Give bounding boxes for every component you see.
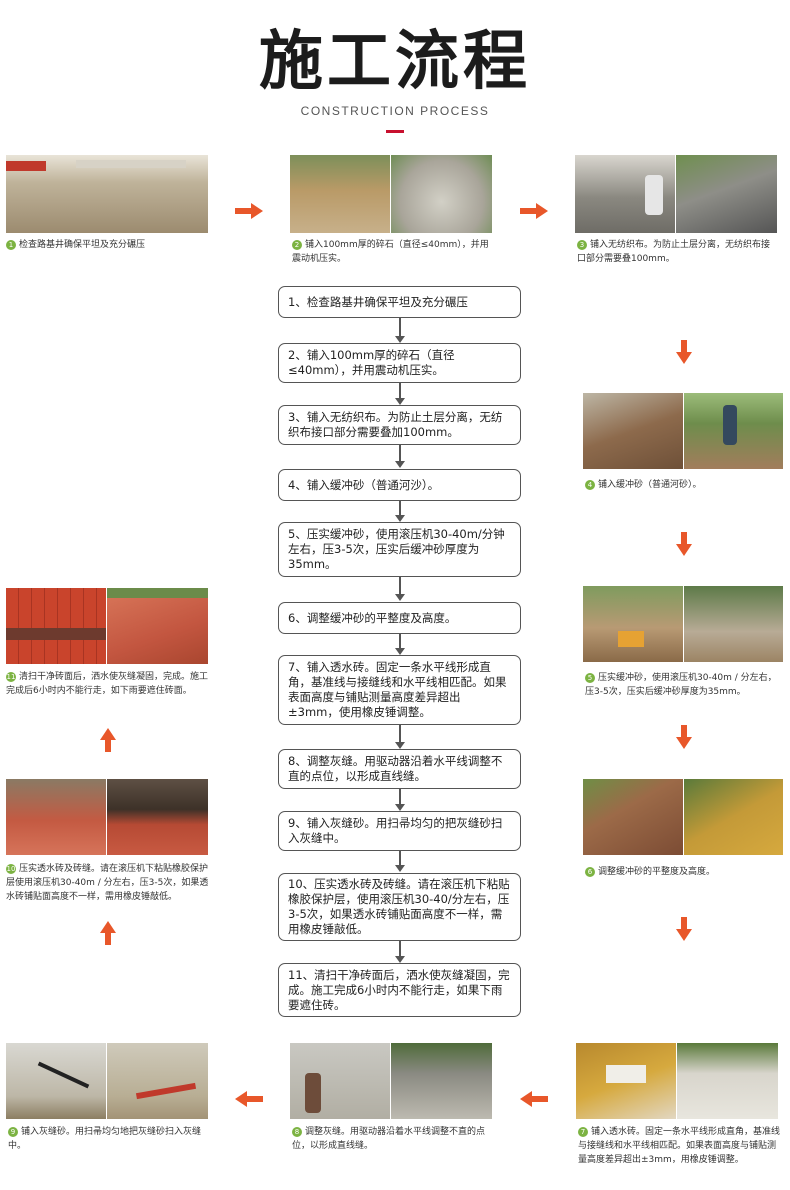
- step-badge: 11: [6, 671, 16, 682]
- caption-text: 压实缓冲砂，使用滚压机30-40m / 分左右，压3-5次，压实后缓冲砂厚度为3…: [585, 673, 777, 697]
- flow-step-text: 4、铺入缓冲砂（普通河沙）。: [288, 477, 440, 492]
- connector: [399, 577, 401, 594]
- photo-step-4: [583, 393, 783, 469]
- caption-text: 铺入无纺织布。为防止土层分离，无纺织布接口部分需要叠100mm。: [577, 240, 771, 264]
- flow-step-8: 8、调整灰缝。用驱动器沿着水平线调整不直的点位，以形成直线缝。: [278, 749, 521, 789]
- arrow-down-icon: [676, 340, 692, 364]
- photo-step-9: [6, 1043, 208, 1119]
- caption-text: 调整缓冲砂的平整度及高度。: [598, 867, 716, 877]
- arrow-down-icon: [395, 336, 405, 343]
- arrow-up-icon: [100, 921, 116, 945]
- flow-step-10: 10、压实透水砖及砖缝。请在滚压机下粘贴橡胶保护层，使用滚压机30-40/分左右…: [278, 873, 521, 941]
- photo-step-5: [583, 586, 783, 662]
- caption-text: 压实透水砖及砖缝。请在滚压机下粘贴橡胶保护层使用滚压机30-40m / 分左右，…: [6, 864, 209, 902]
- arrow-down-icon: [395, 648, 405, 655]
- photo-step-3: [575, 155, 777, 233]
- photo-step-10: [6, 779, 208, 855]
- step-badge: 2: [292, 239, 302, 250]
- flow-step-text: 9、铺入灰缝砂。用扫帚均匀的把灰缝砂扫入灰缝中。: [288, 816, 503, 845]
- step-badge: 7: [578, 1126, 588, 1137]
- step-badge: 1: [6, 239, 16, 250]
- step-badge: 10: [6, 863, 16, 874]
- arrow-down-icon: [676, 917, 692, 941]
- arrow-right-icon: [520, 203, 548, 219]
- connector: [399, 725, 401, 742]
- connector: [399, 318, 401, 336]
- photo-step-2: [290, 155, 492, 233]
- arrow-down-icon: [395, 461, 405, 468]
- flow-step-text: 3、铺入无纺织布。为防止土层分离，无纺织布接口部分需要叠加100mm。: [288, 410, 503, 439]
- caption-text: 铺入灰缝砂。用扫帚均匀地把灰缝砂扫入灰缝中。: [8, 1127, 202, 1151]
- step-badge: 8: [292, 1126, 302, 1137]
- arrow-down-icon: [395, 398, 405, 405]
- flow-step-7: 7、铺入透水砖。固定一条水平线形成直角，基准线与接缝线和水平线相匹配。如果表面高…: [278, 655, 521, 725]
- caption-text: 清扫干净砖面后，洒水使灰缝凝固，完成。施工完成后6小时内不能行走，如下雨要遮住砖…: [6, 672, 209, 696]
- caption-text: 铺入100mm厚的碎石（直径≤40mm），并用震动机压实。: [292, 240, 489, 264]
- flow-step-text: 8、调整灰缝。用驱动器沿着水平线调整不直的点位，以形成直线缝。: [288, 754, 503, 783]
- flow-step-11: 11、清扫干净砖面后，洒水使灰缝凝固，完成。施工完成6小时内不能行走，如果下雨要…: [278, 963, 521, 1017]
- caption-text: 铺入透水砖。固定一条水平线形成直角，基准线与接缝线和水平线相匹配。如果表面高度与…: [578, 1127, 781, 1165]
- flow-step-9: 9、铺入灰缝砂。用扫帚均匀的把灰缝砂扫入灰缝中。: [278, 811, 521, 851]
- connector: [399, 383, 401, 398]
- arrow-down-icon: [676, 725, 692, 749]
- flow-step-text: 2、铺入100mm厚的碎石（直径≤40mm），并用震动机压实。: [288, 348, 455, 377]
- step-badge: 4: [585, 479, 595, 490]
- step-badge: 3: [577, 239, 587, 250]
- arrow-down-icon: [395, 956, 405, 963]
- photo-step-1: [6, 155, 208, 233]
- arrow-left-icon: [235, 1091, 263, 1107]
- flow-step-5: 5、压实缓冲砂，使用滚压机30-40m/分钟左右，压3-5次，压实后缓冲砂厚度为…: [278, 522, 521, 577]
- step-badge: 6: [585, 866, 595, 877]
- connector: [399, 634, 401, 648]
- flow-step-text: 10、压实透水砖及砖缝。请在滚压机下粘贴橡胶保护层，使用滚压机30-40/分左右…: [288, 877, 510, 936]
- arrow-down-icon: [395, 865, 405, 872]
- connector: [399, 941, 401, 956]
- page-subtitle: CONSTRUCTION PROCESS: [300, 104, 490, 118]
- arrow-right-icon: [235, 203, 263, 219]
- arrow-down-icon: [395, 594, 405, 601]
- title-underline: [386, 130, 404, 133]
- arrow-left-icon: [520, 1091, 548, 1107]
- flow-step-3: 3、铺入无纺织布。为防止土层分离，无纺织布接口部分需要叠加100mm。: [278, 405, 521, 445]
- page-title: 施工流程: [259, 25, 531, 99]
- arrow-down-icon: [676, 532, 692, 556]
- caption-text: 铺入缓冲砂（普通河砂）。: [598, 480, 702, 490]
- step-badge: 5: [585, 672, 595, 683]
- flow-step-4: 4、铺入缓冲砂（普通河沙）。: [278, 469, 521, 501]
- photo-step-6: [583, 779, 783, 855]
- photo-step-8: [290, 1043, 492, 1119]
- flow-step-1: 1、检查路基井确保平坦及充分碾压: [278, 286, 521, 318]
- flow-step-text: 1、检查路基井确保平坦及充分碾压: [288, 294, 468, 309]
- connector: [399, 789, 401, 804]
- arrow-down-icon: [395, 742, 405, 749]
- photo-step-11: [6, 588, 208, 664]
- flow-step-text: 6、调整缓冲砂的平整度及高度。: [288, 610, 457, 625]
- flow-step-text: 5、压实缓冲砂，使用滚压机30-40m/分钟左右，压3-5次，压实后缓冲砂厚度为…: [288, 527, 505, 571]
- connector: [399, 445, 401, 461]
- flow-step-2: 2、铺入100mm厚的碎石（直径≤40mm），并用震动机压实。: [278, 343, 521, 383]
- flow-step-6: 6、调整缓冲砂的平整度及高度。: [278, 602, 521, 634]
- caption-text: 检查路基井确保平坦及充分碾压: [19, 240, 146, 250]
- arrow-down-icon: [395, 515, 405, 522]
- flow-step-text: 11、清扫干净砖面后，洒水使灰缝凝固，完成。施工完成6小时内不能行走，如果下雨要…: [288, 967, 510, 1012]
- flow-step-text: 7、铺入透水砖。固定一条水平线形成直角，基准线与接缝线和水平线相匹配。如果表面高…: [288, 660, 507, 719]
- arrow-down-icon: [395, 804, 405, 811]
- connector: [399, 851, 401, 865]
- caption-text: 调整灰缝。用驱动器沿着水平线调整不直的点位，以形成直线缝。: [292, 1127, 486, 1151]
- arrow-up-icon: [100, 728, 116, 752]
- step-badge: 9: [8, 1126, 18, 1137]
- photo-step-7: [576, 1043, 778, 1119]
- connector: [399, 501, 401, 515]
